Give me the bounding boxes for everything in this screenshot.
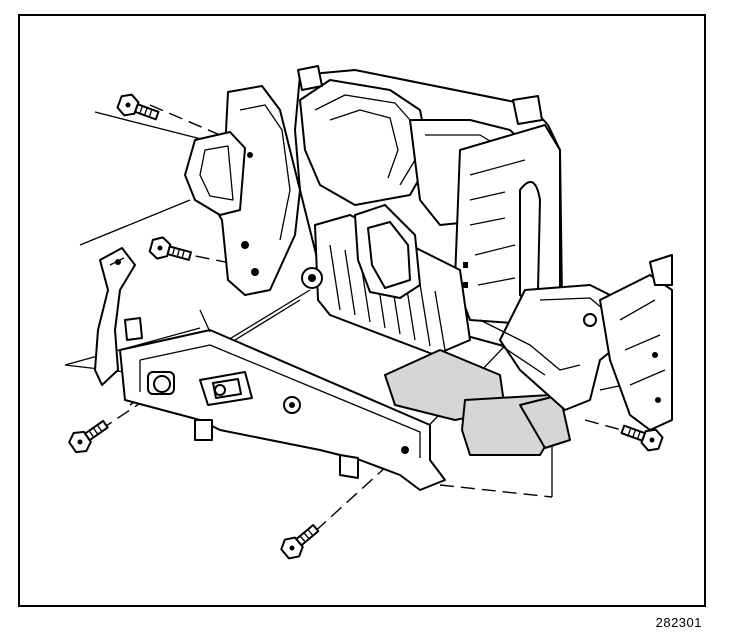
right-cowl-frame (479, 254, 673, 431)
lower-ducts (384, 349, 571, 456)
bolt-bottom-center (280, 524, 320, 560)
figure-number: 282301 (655, 615, 702, 630)
lower-support-bracket (119, 299, 446, 491)
upper-left-bracket (184, 85, 301, 296)
bolt-middle-left (148, 236, 192, 261)
evaporator-case (301, 204, 471, 356)
bolt-lower-left (68, 419, 109, 454)
bolt-upper-left (116, 93, 160, 121)
left-vertical-bracket (94, 247, 143, 386)
bolt-right (620, 424, 664, 452)
